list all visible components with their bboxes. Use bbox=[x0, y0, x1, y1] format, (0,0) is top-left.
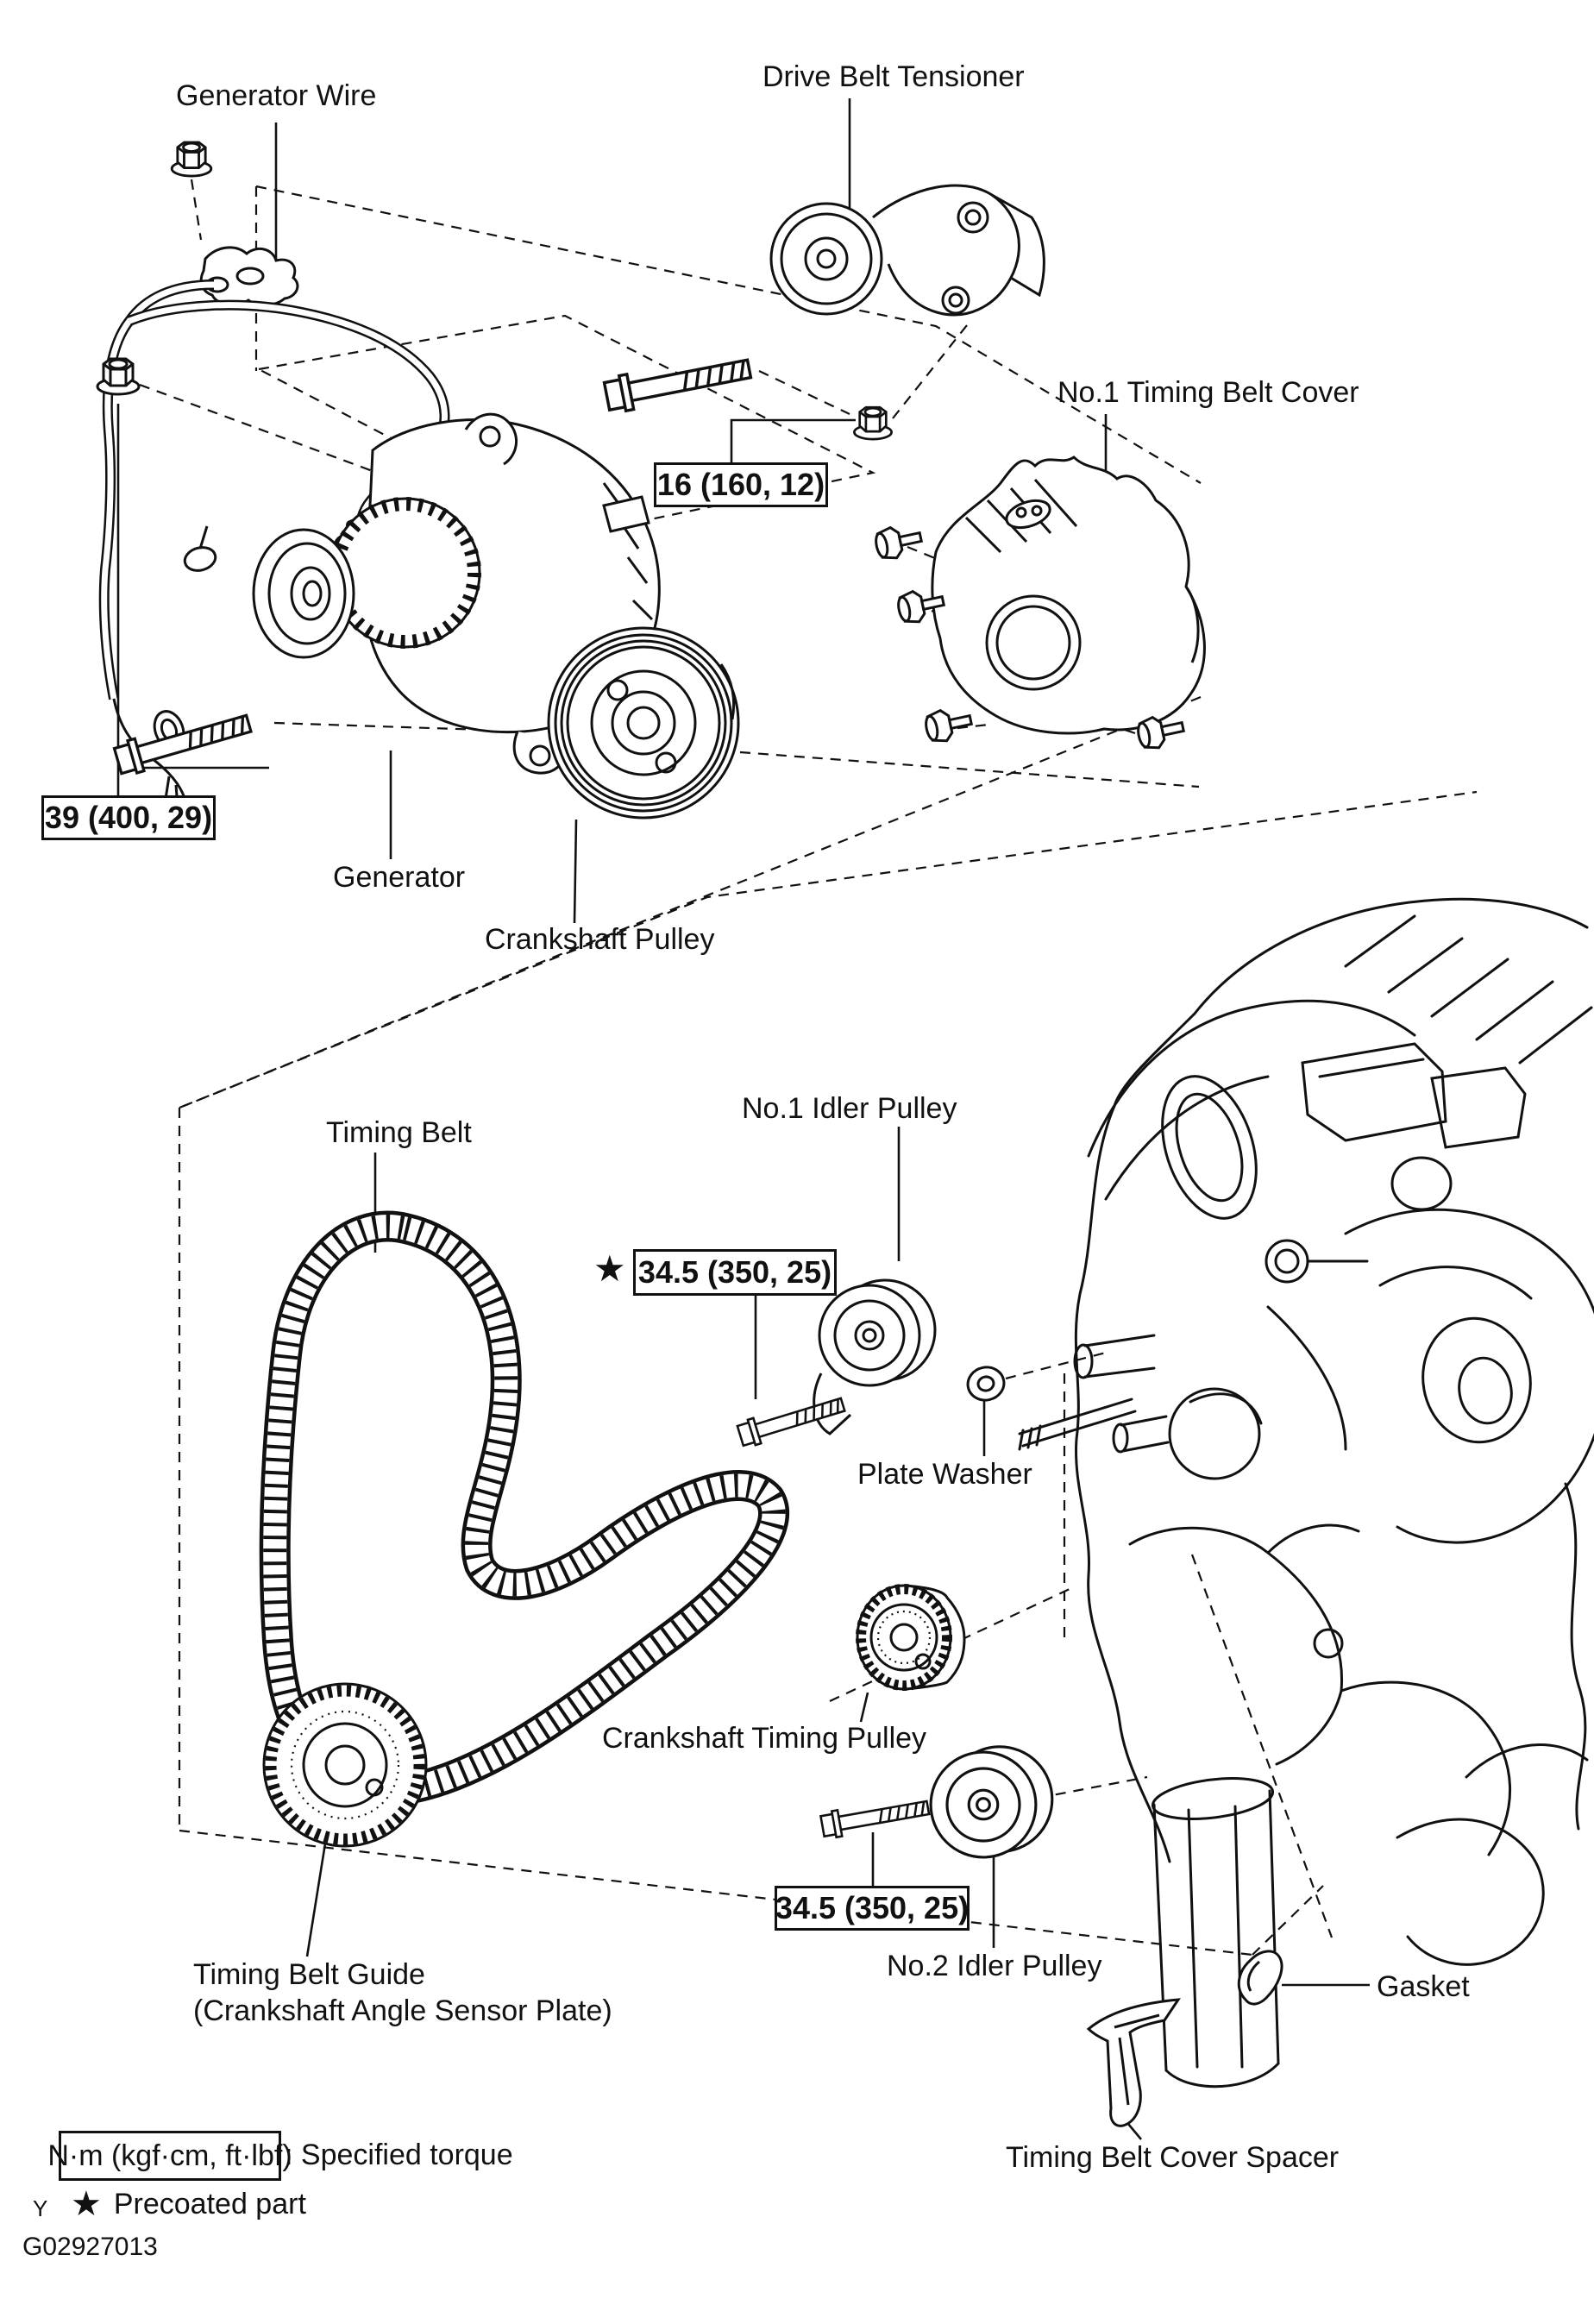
torque-box-generator: 39 (400, 29) bbox=[41, 795, 216, 840]
construction-dashed-lines bbox=[139, 179, 1478, 1957]
torque-box-drive-belt-tensioner: 16 (160, 12) bbox=[654, 462, 828, 507]
legend-precoated-star-icon: ★ bbox=[71, 2185, 102, 2223]
timing-belt-art bbox=[259, 1210, 789, 1806]
crankshaft-pulley-art bbox=[547, 626, 740, 820]
legend-precoated-caption: Precoated part bbox=[113, 2188, 306, 2220]
torque-box-no2-idler-pulley: 34.5 (350, 25) bbox=[775, 1886, 970, 1931]
legend-torque-caption: : Specified torque bbox=[285, 2139, 513, 2171]
label-crankshaft-timing-pulley: Crankshaft Timing Pulley bbox=[602, 1722, 927, 1755]
label-timing-belt: Timing Belt bbox=[326, 1116, 472, 1149]
label-plate-washer: Plate Washer bbox=[857, 1458, 1032, 1491]
label-timing-belt-cover-spacer: Timing Belt Cover Spacer bbox=[1006, 2141, 1340, 2174]
no1-idler-pulley-art bbox=[735, 1278, 937, 1450]
legend-precoated-line: ★ Precoated part bbox=[71, 2184, 306, 2224]
label-drive-belt-tensioner: Drive Belt Tensioner bbox=[762, 60, 1025, 93]
label-timing-belt-guide-line1: Timing Belt Guide bbox=[193, 1958, 425, 1991]
drive-belt-tensioner-art bbox=[601, 184, 1045, 441]
label-crankshaft-pulley: Crankshaft Pulley bbox=[485, 923, 715, 956]
no2-idler-pulley-art bbox=[819, 1745, 1054, 1859]
label-generator-wire: Generator Wire bbox=[176, 79, 377, 112]
label-timing-belt-guide-line2: (Crankshaft Angle Sensor Plate) bbox=[193, 1994, 612, 2027]
label-no1-timing-belt-cover: No.1 Timing Belt Cover bbox=[1057, 376, 1359, 409]
plate-washer-art bbox=[966, 1366, 1006, 1402]
legend-torque-units-box: N·m (kgf·cm, ft·lbf) bbox=[47, 2131, 292, 2181]
crankshaft-timing-pulley-art bbox=[856, 1584, 966, 1691]
no1-timing-belt-cover-art bbox=[872, 455, 1206, 753]
timing-belt-cover-spacer-art bbox=[1086, 1998, 1181, 2127]
label-gasket: Gasket bbox=[1377, 1970, 1470, 2003]
label-generator: Generator bbox=[333, 861, 466, 894]
label-no1-idler-pulley: No.1 Idler Pulley bbox=[742, 1092, 957, 1125]
torque-box-no1-idler-pulley: 34.5 (350, 25) bbox=[633, 1249, 837, 1296]
label-no2-idler-pulley: No.2 Idler Pulley bbox=[887, 1950, 1102, 1982]
figure-code: G02927013 bbox=[22, 2233, 158, 2261]
gasket-art bbox=[1237, 1950, 1283, 2006]
page-marker: Y bbox=[33, 2195, 48, 2221]
timing-belt-guide-art bbox=[262, 1682, 428, 1848]
precoated-star-no1-idler: ★ bbox=[593, 1248, 626, 1289]
engine-block-art bbox=[1018, 897, 1594, 2088]
